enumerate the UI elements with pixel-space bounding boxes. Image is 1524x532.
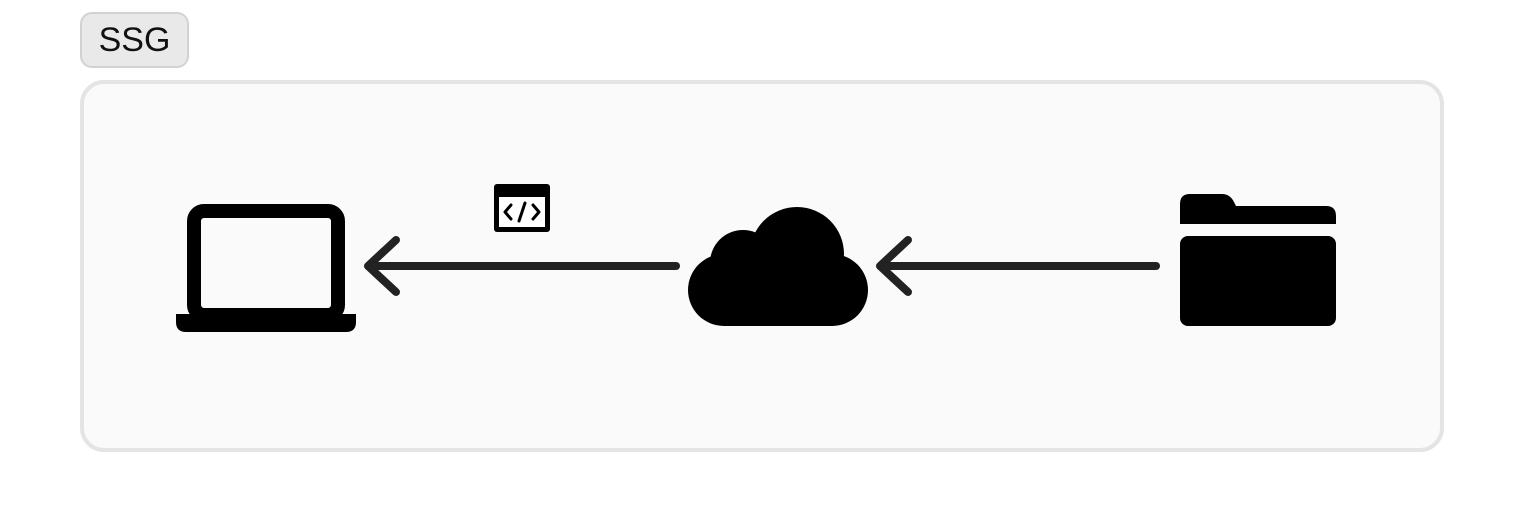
- arrow-storage-to-cdn: [876, 236, 1160, 296]
- laptop-icon: [176, 204, 356, 332]
- cloud-icon: [688, 207, 868, 326]
- code-window-icon: [494, 184, 550, 232]
- arrow-cdn-to-client: [364, 236, 680, 296]
- folder-icon: [1180, 194, 1336, 326]
- ssg-tab-button[interactable]: SSG: [80, 12, 189, 68]
